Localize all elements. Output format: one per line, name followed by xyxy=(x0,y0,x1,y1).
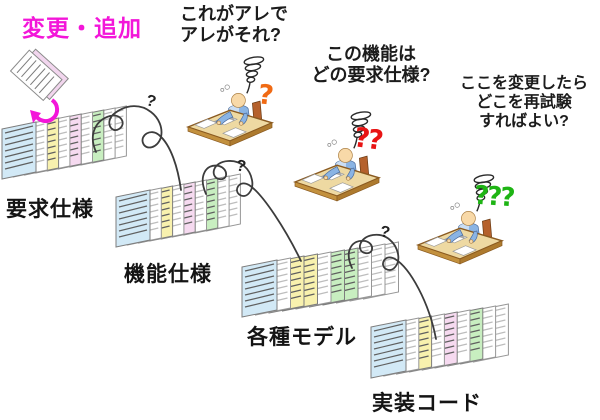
document-text-line xyxy=(244,281,275,290)
document-text-line xyxy=(118,217,148,226)
question-mark-2: ?? xyxy=(351,122,384,157)
speech-line: これがアレで xyxy=(180,4,288,24)
changed-document xyxy=(9,48,69,102)
document-text-line xyxy=(244,269,275,278)
document-text-line xyxy=(244,293,275,302)
speech-q2: この機能は どの要求仕様? xyxy=(300,44,442,86)
document-text-line xyxy=(244,287,275,296)
speech-line: アレがそれ? xyxy=(180,25,281,45)
document-text-line xyxy=(4,131,34,140)
document-text-line xyxy=(118,211,148,220)
document-text-line xyxy=(4,161,34,170)
document-text-line xyxy=(4,155,34,164)
change-add-label: 変更・追加 xyxy=(22,15,142,41)
stack-models xyxy=(241,241,399,318)
stack-label-functional: 機能仕様 xyxy=(124,263,212,286)
speech-line: どこを再試験 xyxy=(476,94,572,111)
document-text-line xyxy=(244,263,275,272)
tangled-link-models-code xyxy=(347,233,437,340)
document-text-line xyxy=(118,205,148,214)
document-text-line xyxy=(373,341,404,350)
speech-q3: ここを変更したら どこを再試験 すればよい? xyxy=(449,74,599,131)
document-text-line xyxy=(373,347,404,356)
document-text-line xyxy=(4,143,34,152)
document-sheet-blue xyxy=(370,319,407,379)
document-text-line xyxy=(373,323,404,332)
speech-line: すればよい? xyxy=(479,113,569,130)
document-text-line xyxy=(244,299,275,308)
document-text-line xyxy=(373,335,404,344)
document-sheet-blue xyxy=(241,259,278,318)
tangled-link-func-models xyxy=(201,160,302,262)
stack-label-models: 各種モデル xyxy=(247,326,357,349)
document-text-line xyxy=(373,353,404,362)
stack-label-code: 実装コード xyxy=(372,392,482,415)
question-mark-3: ??? xyxy=(473,180,515,214)
stack-functional xyxy=(115,173,241,248)
document-text-line xyxy=(4,137,34,146)
speech-q1: これがアレで アレがそれ? xyxy=(180,4,288,46)
document-text-line xyxy=(118,223,148,232)
stack-label-requirements: 要求仕様 xyxy=(6,198,94,221)
document-text-line xyxy=(244,275,275,284)
stack-requirements xyxy=(1,105,127,180)
document-sheet-blue xyxy=(115,189,151,248)
question-mark-1: ? xyxy=(256,79,276,112)
document-text-line xyxy=(373,329,404,338)
stack-code xyxy=(370,303,509,379)
document-text-line xyxy=(118,199,148,208)
tangled-link-req-func xyxy=(91,105,182,191)
speech-line: ここを変更したら xyxy=(459,75,588,92)
document-text-line xyxy=(118,229,148,238)
speech-line: どの要求仕様? xyxy=(311,65,431,85)
document-text-line xyxy=(373,359,404,368)
change-arrow-icon xyxy=(30,98,60,124)
document-sheet-blue xyxy=(1,121,37,180)
document-text-line xyxy=(4,125,34,134)
document-text-line xyxy=(4,149,34,158)
speech-line: この機能は xyxy=(326,44,416,64)
document-text-line xyxy=(118,193,148,202)
